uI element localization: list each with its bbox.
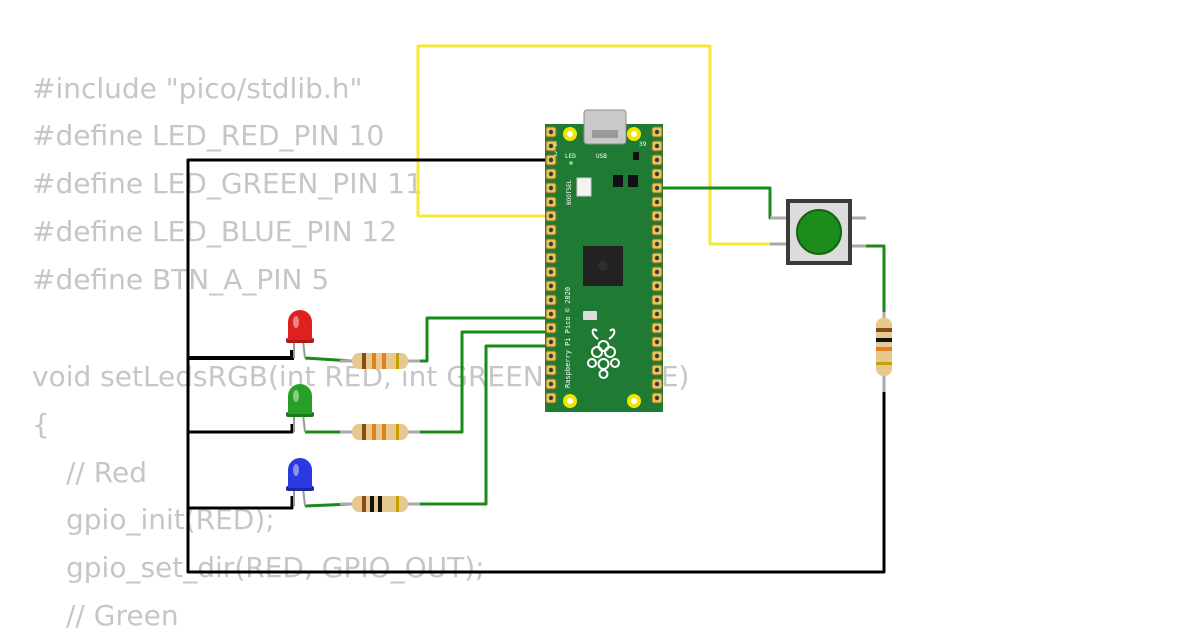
silk-pin-39: 39 [639,141,647,148]
wire-yellow-button-supply[interactable] [416,44,772,246]
wire-green-button-to-resistor[interactable] [852,244,886,318]
wire-green-green-led-signal[interactable] [410,330,553,434]
silk-usb: USB [596,153,607,160]
pushbutton-cap [796,209,842,255]
bootsel-button[interactable] [576,177,592,197]
silk-board-name: Raspberry Pi Pico © 2020 [564,287,572,388]
wire-black-red-led-cathode[interactable] [188,350,294,360]
code-line-include: #include "pico/stdlib.h" [32,72,363,105]
led-red[interactable] [286,310,314,359]
code-line-comment-green: // Green [66,599,179,632]
usb-connector [583,109,627,145]
pushbutton[interactable] [770,199,866,265]
silk-bootsel: BOOTSEL [566,179,573,205]
wire-green-red-led-signal[interactable] [405,316,553,363]
code-line-define-red: #define LED_RED_PIN 10 [32,119,385,152]
silk-led: LED [565,153,576,160]
code-line-comment-red: // Red [66,456,147,489]
led-blue[interactable] [286,458,314,507]
code-line-define-green: #define LED_GREEN_PIN 11 [32,167,423,200]
wire-black-green-led-loop[interactable] [188,424,294,434]
code-line-open-brace: { [32,408,50,441]
raspberry-pi-pico-board[interactable]: 1 2 39 LED USB BOOTSEL Raspberry Pi Pico… [545,109,663,412]
raspberry-pi-logo-icon [587,328,620,379]
silk-pin-1: 1 [554,141,558,148]
silk-pin-2: 2 [554,151,558,158]
resistor-button-pulldown[interactable] [876,312,892,392]
code-line-define-blue: #define LED_BLUE_PIN 12 [32,215,398,248]
resistor-red-led[interactable] [340,353,420,369]
code-line-define-btn: #define BTN_A_PIN 5 [32,263,330,296]
wire-green-blue-led-signal[interactable] [410,344,553,506]
wire-green-button-signal[interactable] [655,186,786,220]
pin-header-left[interactable] [545,126,557,404]
wire-black-blue-led-loop[interactable] [188,496,294,510]
led-green[interactable] [286,384,314,433]
pin-header-right[interactable] [651,126,663,404]
resistor-green-led[interactable] [340,424,420,440]
wire-black-ground-bus[interactable] [186,158,886,574]
resistor-blue-led[interactable] [340,496,420,512]
